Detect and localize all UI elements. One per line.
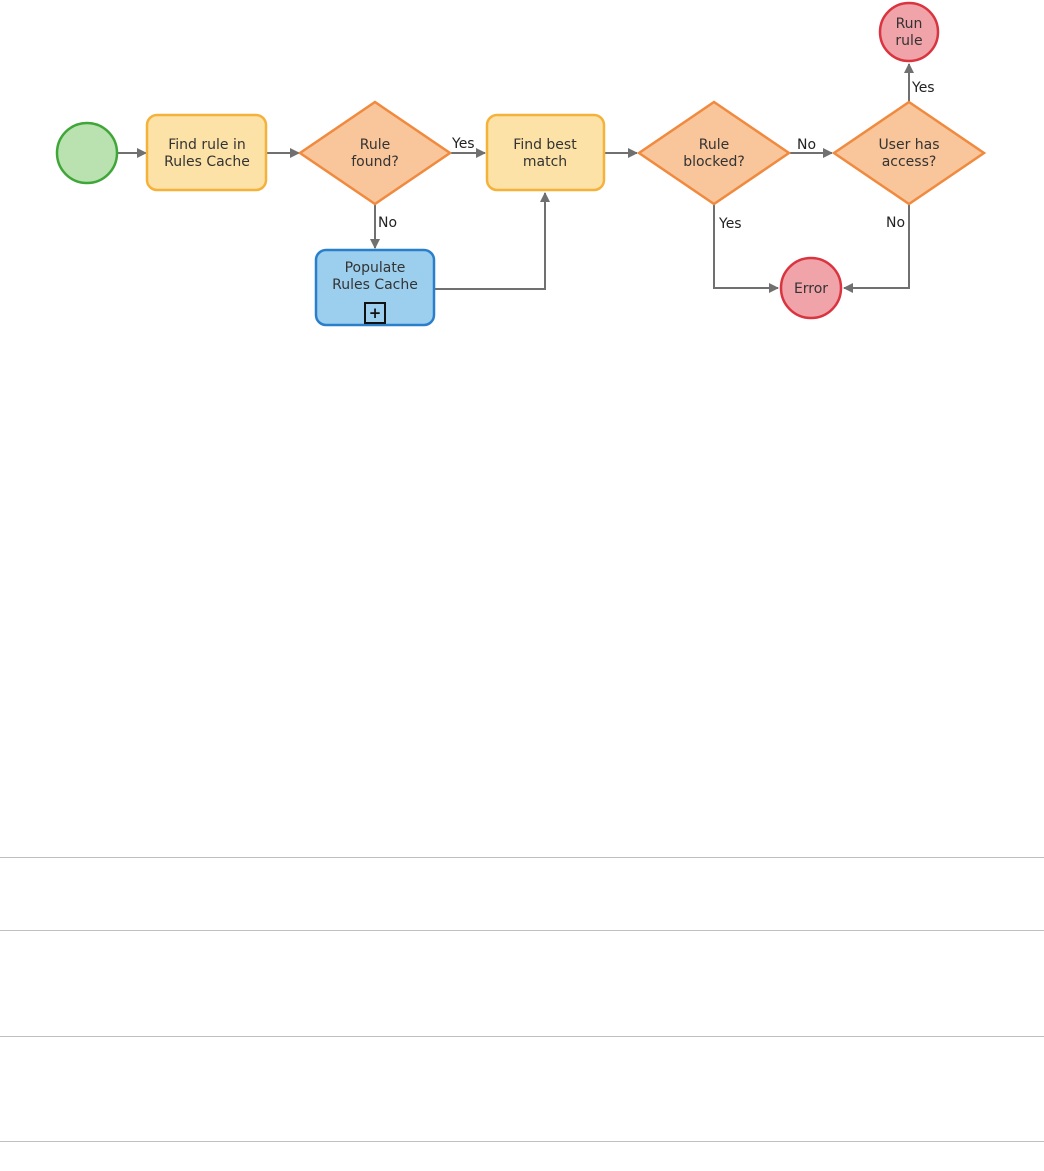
end-event-run-rule-line-1: Run xyxy=(896,16,923,32)
connectors xyxy=(118,63,914,293)
task-find-best-line-2: match xyxy=(523,154,567,170)
task-find-rule-line-1: Find rule in xyxy=(168,137,245,153)
task-find-rule: Find rule in Rules Cache xyxy=(145,113,268,192)
gateway-rule-found: Rule found? xyxy=(297,100,453,206)
flowchart-diagram: Yes No No Yes Yes No Find rule in Rules … xyxy=(55,1,987,327)
gateway-rule-found-line-1: Rule xyxy=(360,137,390,153)
gateway-rule-blocked-line-2: blocked? xyxy=(683,154,745,170)
edge-label-blocked-no: No xyxy=(797,137,816,153)
subprocess-populate-rules-cache: Populate Rules Cache + xyxy=(314,248,436,327)
gateway-user-access: User has access? xyxy=(831,100,987,206)
edge-label-blocked-yes: Yes xyxy=(718,216,742,232)
edge-populate-to-find-best xyxy=(434,192,550,290)
edge-label-found-no: No xyxy=(378,215,397,231)
divider-line xyxy=(0,1141,1044,1142)
edge-user-access-no xyxy=(843,204,910,293)
edge-label-found-yes: Yes xyxy=(451,136,475,152)
end-event-error-label: Error xyxy=(794,281,828,297)
subprocess-marker: + xyxy=(369,304,382,322)
end-event-error: Error xyxy=(779,256,843,320)
task-find-rule-line-2: Rules Cache xyxy=(164,154,250,170)
end-event-run-rule-line-2: rule xyxy=(895,33,922,49)
gateway-user-access-line-1: User has xyxy=(878,137,939,153)
divider-line xyxy=(0,857,1044,858)
gateway-rule-blocked-line-1: Rule xyxy=(699,137,729,153)
start-event-circle xyxy=(55,121,119,185)
subprocess-populate-line-2: Rules Cache xyxy=(332,277,418,293)
edge-rule-blocked-yes xyxy=(713,204,779,293)
gateway-rule-found-line-2: found? xyxy=(351,154,399,170)
task-find-best-match: Find best match xyxy=(485,113,606,192)
gateway-rule-blocked: Rule blocked? xyxy=(636,100,792,206)
subprocess-expand-icon[interactable]: + xyxy=(364,302,386,324)
edge-label-access-no: No xyxy=(886,215,905,231)
divider-line xyxy=(0,930,1044,931)
gateway-user-access-line-2: access? xyxy=(882,154,937,170)
edge-label-access-yes: Yes xyxy=(911,80,935,96)
task-find-best-line-1: Find best xyxy=(513,137,577,153)
subprocess-populate-line-1: Populate xyxy=(345,260,406,276)
divider-line xyxy=(0,1036,1044,1037)
end-event-run-rule: Run rule xyxy=(878,1,940,63)
